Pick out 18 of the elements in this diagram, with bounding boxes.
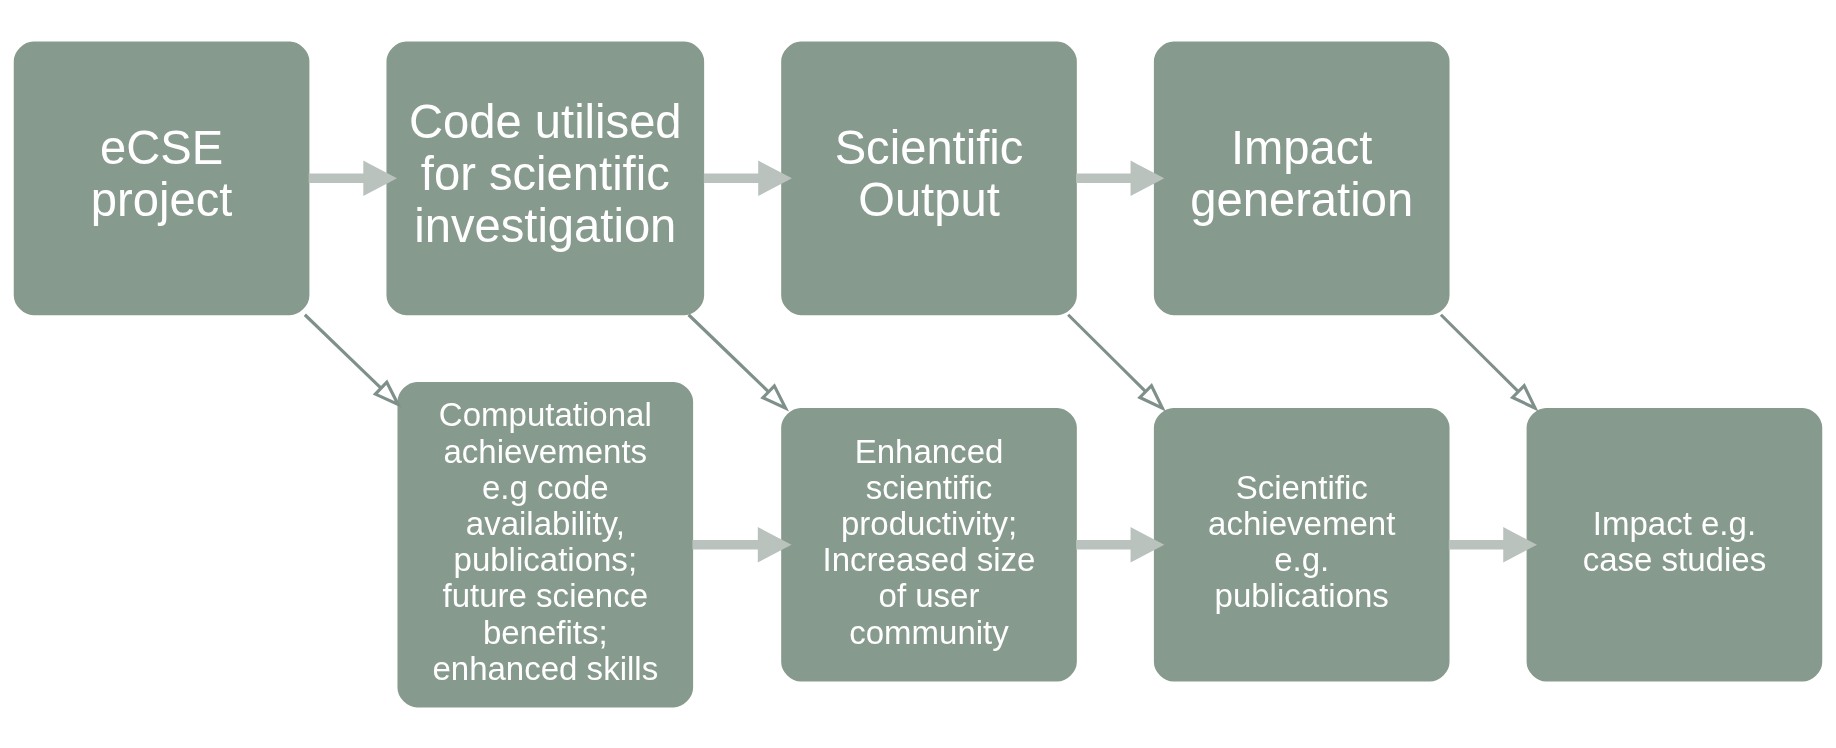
arrow — [703, 160, 792, 196]
arrow — [1076, 160, 1165, 196]
node-box: Impact e.g. case studies — [1526, 407, 1823, 682]
node-box: Enhanced scientific productivity; Increased size of user community — [781, 407, 1077, 682]
node-box: Scientific Output — [781, 41, 1077, 315]
node-box: Code utilised for scientific investigation — [386, 41, 705, 315]
arrow — [1439, 313, 1539, 412]
arrow — [1076, 526, 1165, 562]
arrow — [692, 526, 792, 562]
arrow — [1448, 526, 1537, 562]
node-box: eCSE project — [13, 41, 310, 315]
arrow — [1067, 313, 1166, 412]
arrow — [687, 313, 790, 411]
arrow — [308, 160, 398, 196]
node-box: Computational achievements e.g code availability, publications; future science benefits; enhanced skills — [397, 381, 694, 707]
node-box: Impact generation — [1153, 41, 1450, 315]
node-box: Scientific achievement e.g. publications — [1153, 407, 1450, 682]
arrow — [303, 313, 402, 408]
